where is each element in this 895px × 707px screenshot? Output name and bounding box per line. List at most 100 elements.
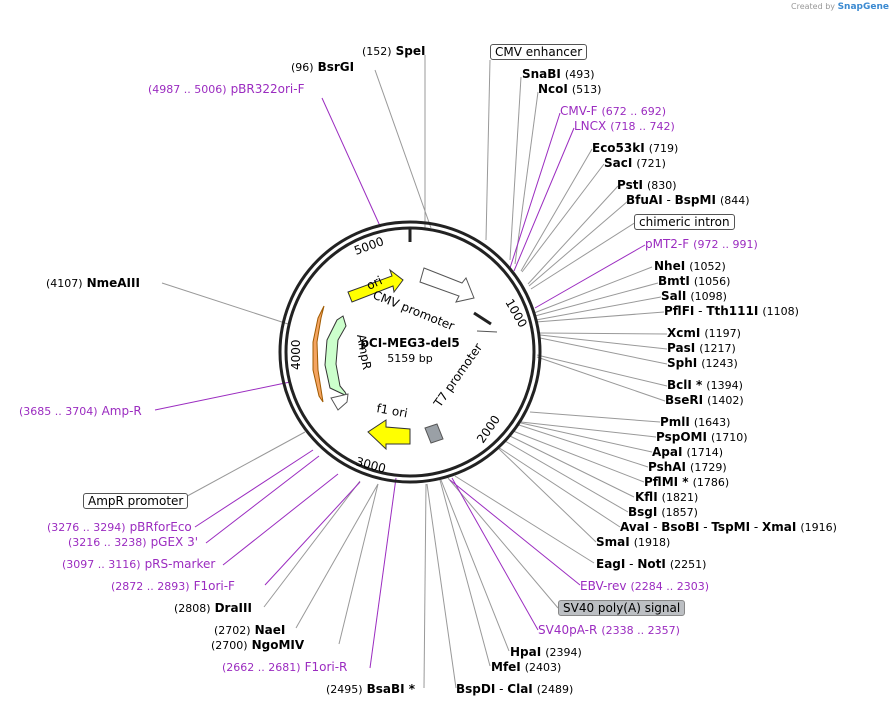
site-eagi-sep: - xyxy=(625,557,638,571)
site-snabi[interactable]: SnaBI(493) xyxy=(522,67,599,82)
site-bmti[interactable]: BmtI(1056) xyxy=(658,274,734,289)
site-pshai[interactable]: PshAI(1729) xyxy=(648,460,731,475)
ampr-feature xyxy=(324,315,349,398)
primer-cmv-f[interactable]: CMV-F(672 .. 692) xyxy=(560,104,670,119)
site-ngomiv[interactable]: (2700)NgoMIV xyxy=(207,638,304,653)
site-bsgi-pos: (1857) xyxy=(661,506,698,519)
site-mfei[interactable]: MfeI(2403) xyxy=(491,660,565,675)
primer-pmt2-f-name: pMT2-F xyxy=(645,237,690,251)
site-eco53ki[interactable]: Eco53kI(719) xyxy=(592,141,682,156)
site-sali[interactable]: SalI(1098) xyxy=(661,289,731,304)
tick-5000: 5000 xyxy=(352,234,385,258)
site-sali-pos: (1098) xyxy=(690,290,727,303)
site-nhei-name: NheI xyxy=(654,259,686,273)
snapgene-credit: Created by SnapGene xyxy=(791,2,889,12)
site-pflmi[interactable]: PflMI *(1786) xyxy=(644,475,733,490)
site-bfuai-name: BfuAI xyxy=(626,193,663,207)
primer-f1ori-f[interactable]: (2872 .. 2893)F1ori-F xyxy=(107,579,235,594)
site-ncoi[interactable]: NcoI(513) xyxy=(538,82,605,97)
feature-ampr-promoter[interactable]: AmpR promoter xyxy=(83,493,189,509)
site-noti-name: NotI xyxy=(637,557,666,571)
site-avai-pos: (1916) xyxy=(800,521,837,534)
primer-prs-marker-pos: (3097 .. 3116) xyxy=(62,558,141,571)
site-bsabi-pos: (2495) xyxy=(326,683,363,696)
site-bcli[interactable]: BclI *(1394) xyxy=(667,378,747,393)
site-avai-sep2: - xyxy=(699,520,712,534)
site-xcmi-name: XcmI xyxy=(667,326,701,340)
site-eagi[interactable]: EagI - NotI(2251) xyxy=(596,557,710,572)
primer-amp-r[interactable]: (3685 .. 3704)Amp-R xyxy=(15,404,142,419)
primer-amp-r-name: Amp-R xyxy=(101,404,142,418)
site-bfuai[interactable]: BfuAI - BspMI(844) xyxy=(626,193,754,208)
ampr-label: AmpR xyxy=(354,333,374,371)
site-saci[interactable]: SacI(721) xyxy=(604,156,670,171)
primer-pbr322ori-f[interactable]: (4987 .. 5006)pBR322ori-F xyxy=(144,82,305,97)
site-xmai-name: XmaI xyxy=(762,520,797,534)
primer-sv40pa-r-pos: (2338 .. 2357) xyxy=(601,624,680,637)
site-avai[interactable]: AvaI - BsoBI - TspMI - XmaI(1916) xyxy=(620,520,841,535)
site-smai[interactable]: SmaI(1918) xyxy=(596,535,674,550)
primer-f1ori-f-pos: (2872 .. 2893) xyxy=(111,580,190,593)
primer-connector-lines xyxy=(154,97,646,669)
site-draiii-pos: (2808) xyxy=(174,602,211,615)
f1-ori-label: f1 ori xyxy=(375,401,408,420)
plasmid-name: pCI-MEG3-del5 xyxy=(360,336,460,350)
site-snabi-name: SnaBI xyxy=(522,67,561,81)
primer-ebv-rev[interactable]: EBV-rev(2284 .. 2303) xyxy=(580,579,713,594)
site-bsrgi[interactable]: (96)BsrGI xyxy=(287,60,354,75)
feature-chimeric-intron[interactable]: chimeric intron xyxy=(634,214,735,230)
site-sphi[interactable]: SphI(1243) xyxy=(667,356,742,371)
primer-sv40pa-r[interactable]: SV40pA-R(2338 .. 2357) xyxy=(538,623,684,638)
plasmid-size: 5159 bp xyxy=(387,352,433,365)
site-bseri[interactable]: BseRI(1402) xyxy=(665,393,748,408)
site-nmeaiii[interactable]: (4107)NmeAIII xyxy=(42,276,140,291)
primer-cmv-f-name: CMV-F xyxy=(560,104,598,118)
site-naei[interactable]: (2702)NaeI xyxy=(210,623,285,638)
site-xcmi[interactable]: XcmI(1197) xyxy=(667,326,745,341)
site-pmli[interactable]: PmlI(1643) xyxy=(660,415,734,430)
site-nmeaiii-pos: (4107) xyxy=(46,277,83,290)
cmv-promoter-feature xyxy=(419,267,475,303)
site-hpai[interactable]: HpaI(2394) xyxy=(510,645,586,660)
site-draiii-name: DraIII xyxy=(214,601,252,615)
site-bsgi[interactable]: BsgI(1857) xyxy=(628,505,702,520)
site-smai-name: SmaI xyxy=(596,535,630,549)
site-pflfi-name: PflFI xyxy=(664,304,695,318)
site-naei-pos: (2702) xyxy=(214,624,251,637)
primer-pmt2-f[interactable]: pMT2-F(972 .. 991) xyxy=(645,237,762,252)
site-pspomi-pos: (1710) xyxy=(710,431,748,444)
primer-prs-marker[interactable]: (3097 .. 3116)pRS-marker xyxy=(58,557,215,572)
site-draiii[interactable]: (2808)DraIII xyxy=(170,601,252,616)
site-spei[interactable]: (152)SpeI xyxy=(358,44,425,59)
site-apai[interactable]: ApaI(1714) xyxy=(652,445,727,460)
site-tspmi-name: TspMI xyxy=(711,520,751,534)
site-pasi[interactable]: PasI(1217) xyxy=(667,341,740,356)
site-pspomi[interactable]: PspOMI(1710) xyxy=(656,430,752,445)
site-bsabi[interactable]: (2495)BsaBI * xyxy=(322,682,415,697)
site-psti-name: PstI xyxy=(617,178,643,192)
site-ncoi-pos: (513) xyxy=(571,83,602,96)
feature-sv40-polya-signal[interactable]: SV40 poly(A) signal xyxy=(558,600,686,616)
site-bsobi-name: BsoBI xyxy=(661,520,700,534)
primer-lncx[interactable]: LNCX(718 .. 742) xyxy=(574,119,679,134)
site-bcli-pos: (1394) xyxy=(706,379,743,392)
site-eagi-name: EagI xyxy=(596,557,626,571)
feature-cmv-enhancer[interactable]: CMV enhancer xyxy=(490,44,588,60)
site-pflfi[interactable]: PflFI - Tth111I(1108) xyxy=(664,304,803,319)
primer-pbrforeco[interactable]: (3276 .. 3294)pBRforEco xyxy=(43,520,192,535)
primer-pbr322ori-f-pos: (4987 .. 5006) xyxy=(148,83,227,96)
ori-label: ori xyxy=(364,273,384,292)
primer-pgex3[interactable]: (3216 .. 3238)pGEX 3' xyxy=(64,535,198,550)
site-kfli[interactable]: KflI(1821) xyxy=(635,490,702,505)
site-psti[interactable]: PstI(830) xyxy=(617,178,681,193)
site-bspdi[interactable]: BspDI - ClaI(2489) xyxy=(456,682,577,697)
primer-amp-r-pos: (3685 .. 3704) xyxy=(19,405,98,418)
site-nhei-pos: (1052) xyxy=(689,260,726,273)
site-nhei[interactable]: NheI(1052) xyxy=(654,259,730,274)
chimeric-intron-mark xyxy=(473,311,492,326)
site-bseri-pos: (1402) xyxy=(707,394,744,407)
site-pshai-pos: (1729) xyxy=(690,461,727,474)
primer-f1ori-r[interactable]: (2662 .. 2681)F1ori-R xyxy=(218,660,347,675)
primer-ebv-rev-pos: (2284 .. 2303) xyxy=(630,580,709,593)
